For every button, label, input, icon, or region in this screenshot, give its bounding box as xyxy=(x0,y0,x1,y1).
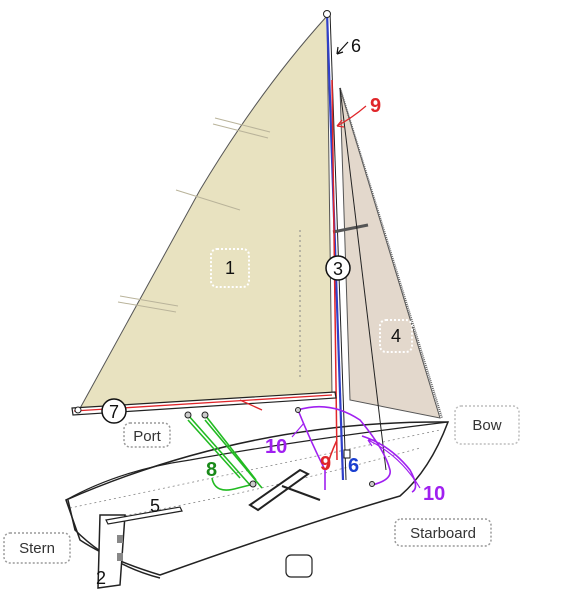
rudder xyxy=(97,514,126,589)
mainsail-panel-lines xyxy=(117,117,301,380)
tag-bow-box xyxy=(454,405,520,445)
arrow-9 xyxy=(336,105,367,128)
main-sheet xyxy=(184,411,263,491)
label-7: 7 xyxy=(109,402,119,422)
mast-step xyxy=(343,449,351,459)
label-9-top: 9 xyxy=(370,95,381,117)
label-7-circle xyxy=(101,398,127,424)
arrow-6 xyxy=(336,41,349,55)
label-9-mid: 9 xyxy=(320,453,331,475)
arrow-10-right xyxy=(367,439,421,489)
tag-starboard: Starboard xyxy=(410,525,476,542)
seats xyxy=(248,468,321,512)
label-10-left: 10 xyxy=(265,436,287,458)
centerboard xyxy=(285,554,313,578)
mainsail xyxy=(77,14,333,413)
label-3-circle xyxy=(325,255,351,281)
tag-port: Port xyxy=(133,428,161,445)
label-6-top: 6 xyxy=(351,36,361,56)
tiller xyxy=(105,506,183,525)
spreader xyxy=(332,223,369,234)
label-4: 4 xyxy=(391,326,401,346)
tag-starboard-box xyxy=(394,518,492,547)
tag-port-box xyxy=(123,422,171,448)
tag-stern-box xyxy=(3,532,71,564)
label-4-badge xyxy=(379,319,413,353)
masthead xyxy=(323,10,331,18)
label-1: 1 xyxy=(225,258,235,278)
label-5: 5 xyxy=(150,496,160,516)
label-3: 3 xyxy=(333,259,343,279)
label-6-mid: 6 xyxy=(348,455,359,477)
tag-bow: Bow xyxy=(472,417,501,434)
jib-sheets xyxy=(295,405,417,493)
label-1-badge xyxy=(210,248,250,288)
shroud xyxy=(339,87,387,471)
halyard-tail xyxy=(325,439,338,471)
mast xyxy=(325,11,345,481)
label-10-right: 10 xyxy=(423,483,445,505)
tag-stern: Stern xyxy=(19,540,55,557)
arrow-10-left xyxy=(291,422,305,438)
forestay xyxy=(339,87,443,419)
label-2: 2 xyxy=(96,568,106,588)
hull xyxy=(65,421,450,579)
label-8: 8 xyxy=(206,459,217,481)
